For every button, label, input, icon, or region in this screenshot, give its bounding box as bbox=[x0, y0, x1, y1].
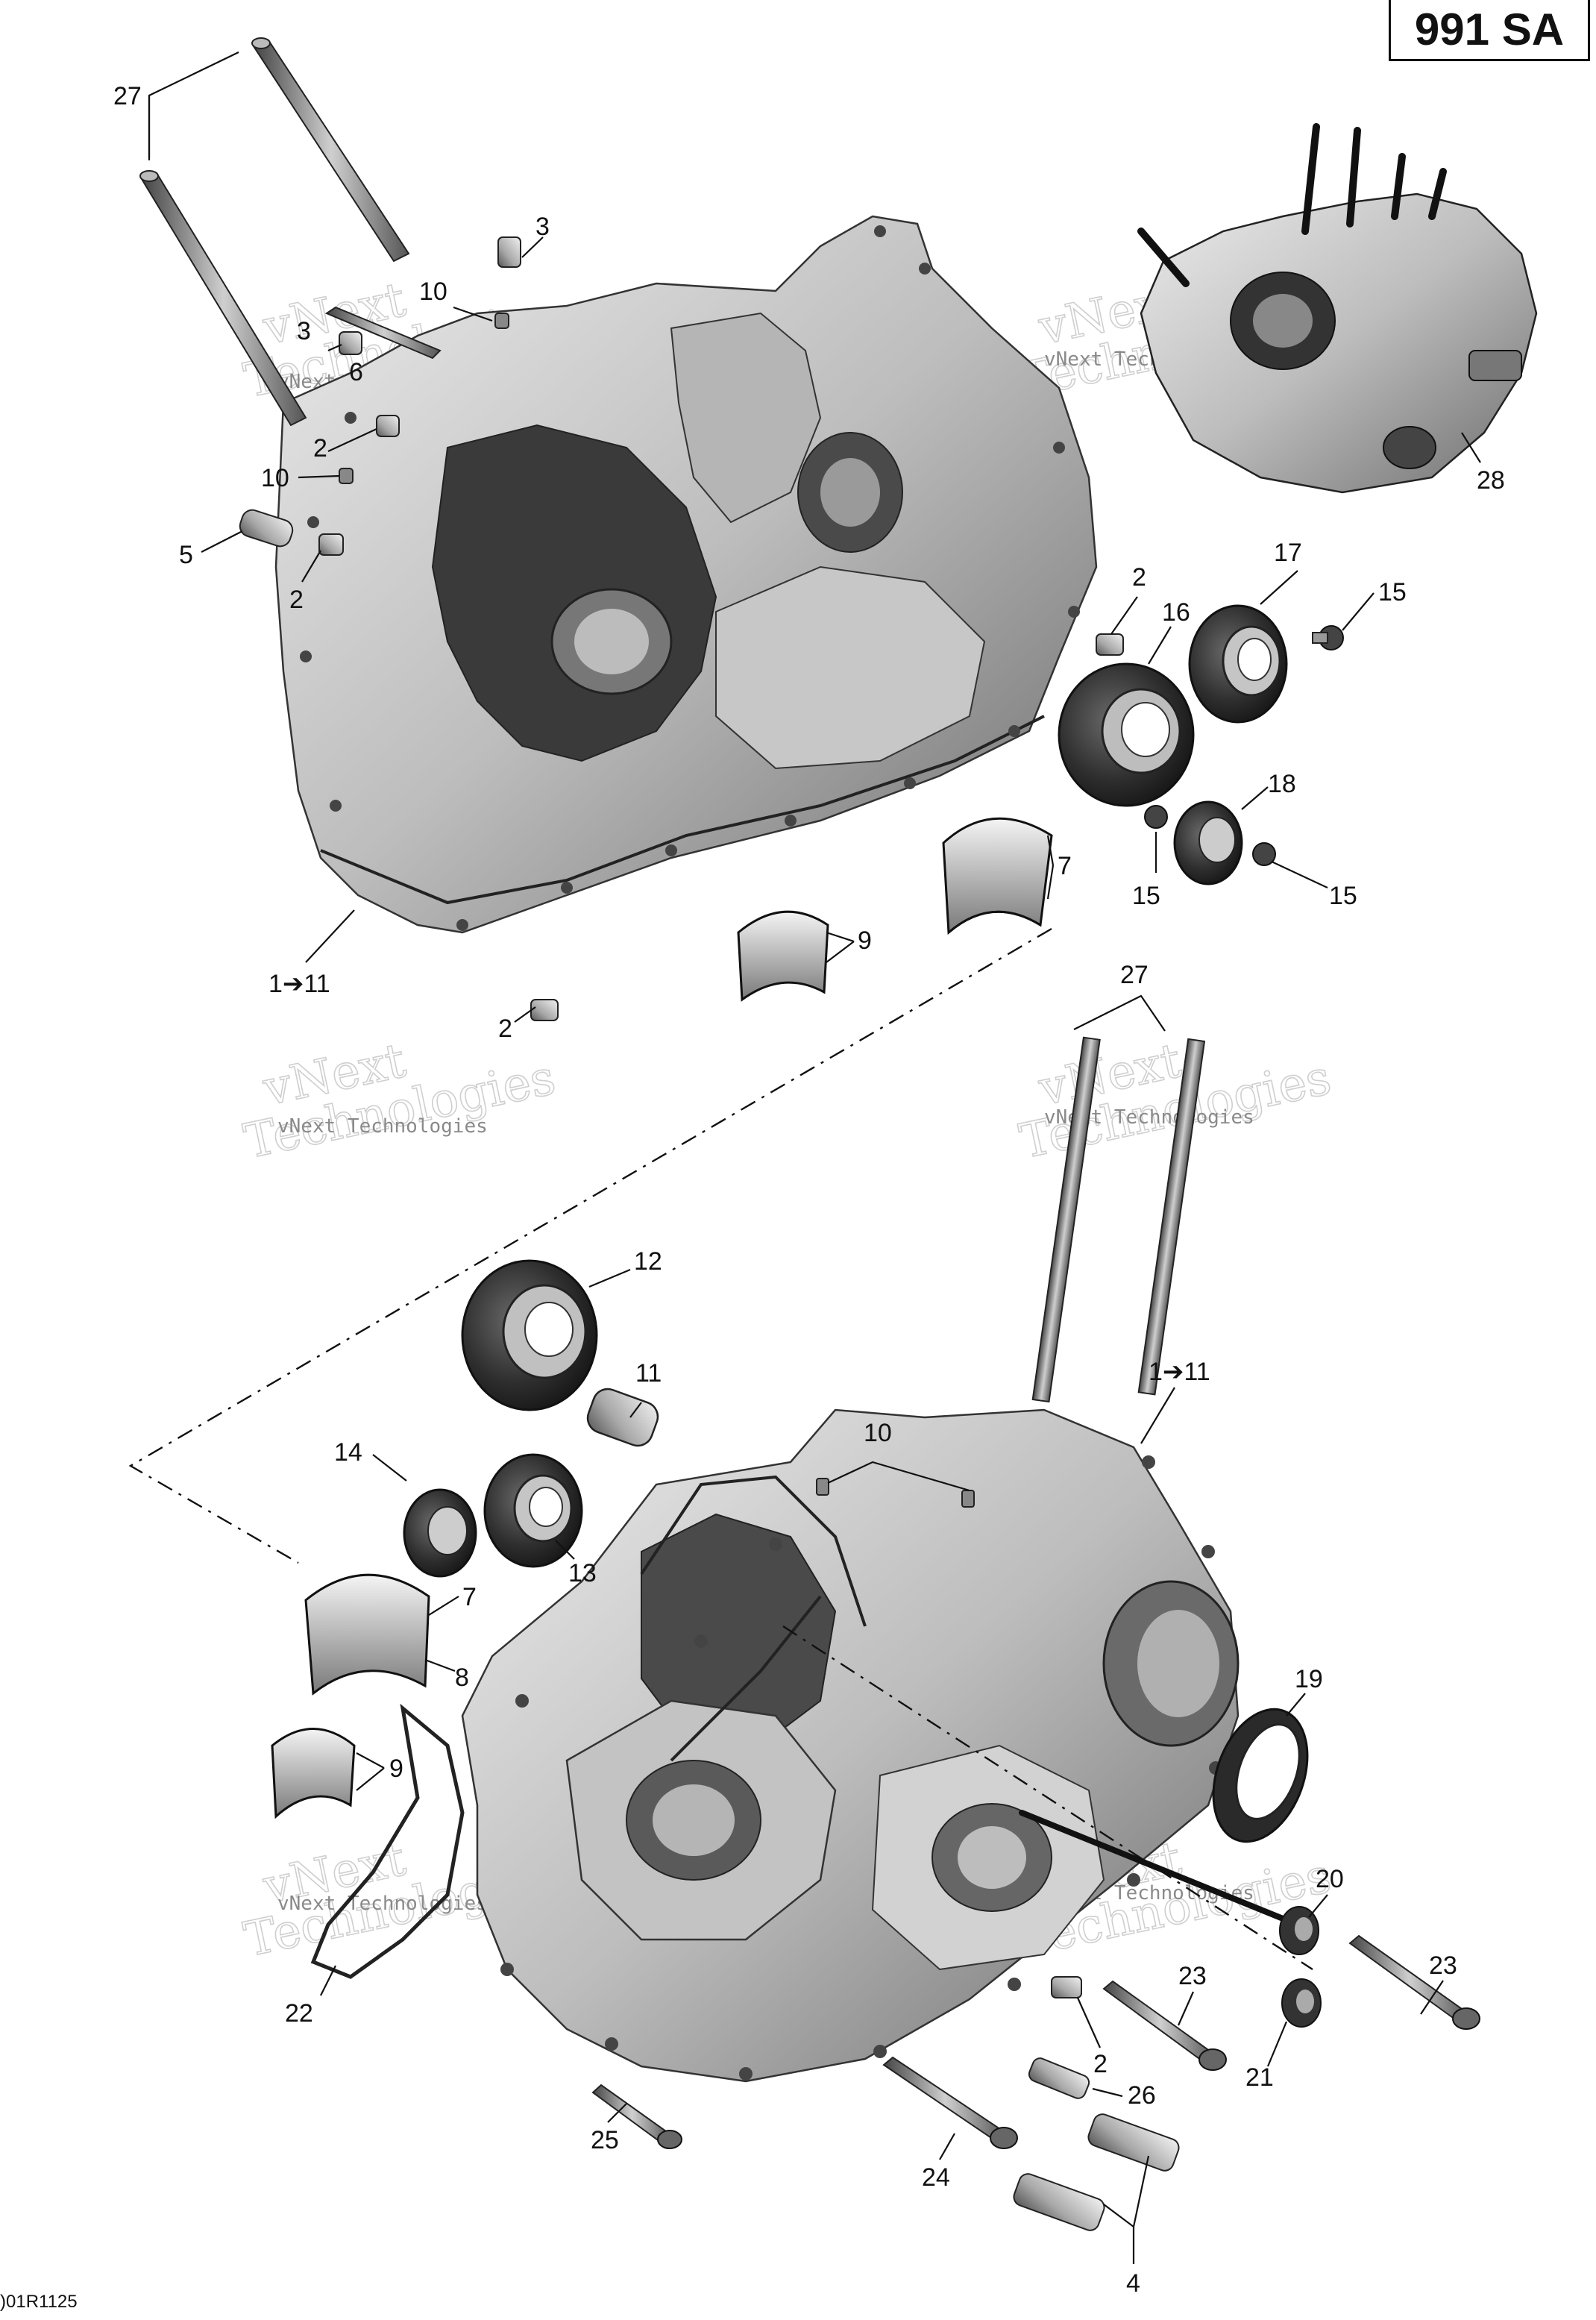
gasket-22 bbox=[310, 1703, 465, 1979]
leader-lines bbox=[148, 51, 1481, 2264]
part-label: 13 bbox=[568, 1559, 597, 1587]
part-label: 26 bbox=[1128, 2081, 1156, 2110]
part-label: 15 bbox=[1132, 882, 1160, 910]
bearing-17 bbox=[1188, 604, 1288, 724]
part-label: 2 bbox=[1093, 2050, 1108, 2078]
part-label: 10 bbox=[864, 1419, 892, 1447]
part-label: 18 bbox=[1268, 770, 1296, 798]
alignment-lines bbox=[128, 927, 1313, 1971]
stud-27-upper bbox=[139, 37, 410, 427]
watermark-small: vNext Technologies bbox=[277, 1893, 488, 1915]
bearing-14 bbox=[403, 1488, 477, 1578]
part-label: 3 bbox=[535, 213, 550, 241]
seal-21 bbox=[1281, 1978, 1322, 2028]
part-label: 7 bbox=[462, 1583, 477, 1611]
part-label: 9 bbox=[389, 1755, 403, 1783]
seal-20 bbox=[1279, 1906, 1319, 1955]
part-label: 15 bbox=[1378, 578, 1407, 606]
part-label: 8 bbox=[455, 1664, 469, 1692]
bearing-shell-9-lower bbox=[271, 1728, 356, 1819]
drawing-id: )01R1125 bbox=[0, 2292, 78, 2312]
part-label: 20 bbox=[1316, 1865, 1344, 1893]
part-label: 11 bbox=[635, 1359, 662, 1388]
part-label: 17 bbox=[1274, 539, 1302, 567]
part-label: 15 bbox=[1329, 882, 1357, 910]
part-label: 1➔11 bbox=[268, 970, 330, 998]
screws-15 bbox=[1144, 625, 1344, 866]
part-label: 2 bbox=[1132, 563, 1146, 592]
part-label: 16 bbox=[1162, 598, 1190, 627]
part-labels: 27 3 10 3 6 2 10 5 2 28 2 17 15 16 18 7 … bbox=[113, 82, 1505, 2298]
bushing-11 bbox=[586, 1388, 659, 1447]
upper-crankcase bbox=[274, 215, 1098, 934]
lower-fasteners bbox=[591, 1478, 1480, 2231]
part-label: 21 bbox=[1245, 2063, 1274, 2092]
stud-27-lower bbox=[1031, 1036, 1206, 1403]
part-label: 2 bbox=[289, 586, 304, 614]
oil-seal-19 bbox=[1212, 1708, 1309, 1843]
part-label: 19 bbox=[1295, 1665, 1323, 1693]
part-label: 23 bbox=[1178, 1962, 1207, 1990]
bearing-13 bbox=[483, 1453, 583, 1568]
bearing-shell-9-upper bbox=[737, 910, 829, 1002]
part-label: 24 bbox=[922, 2163, 950, 2192]
part-label: 1➔11 bbox=[1149, 1358, 1210, 1386]
part-label: 23 bbox=[1429, 1951, 1457, 1980]
part-label: 12 bbox=[634, 1247, 662, 1276]
part-label: 22 bbox=[285, 1999, 313, 2028]
part-label: 27 bbox=[113, 82, 142, 110]
lower-crankcase bbox=[461, 1408, 1301, 2083]
bearing-12 bbox=[461, 1259, 598, 1411]
part-label: 2 bbox=[313, 434, 327, 463]
engine-code-box: 991 SA bbox=[1389, 0, 1590, 61]
part-label: 5 bbox=[179, 541, 193, 569]
part-label: 28 bbox=[1477, 466, 1505, 495]
part-label: 14 bbox=[334, 1438, 362, 1467]
bearing-16 bbox=[1058, 662, 1195, 807]
part-label: 10 bbox=[419, 278, 447, 306]
part-label: 4 bbox=[1126, 2269, 1140, 2298]
part-label: 6 bbox=[349, 358, 363, 386]
part-label: 2 bbox=[498, 1015, 512, 1043]
assembled-engine-28 bbox=[1137, 123, 1538, 494]
part-label: 3 bbox=[297, 317, 311, 345]
bearing-18 bbox=[1173, 800, 1243, 885]
part-label: 27 bbox=[1120, 961, 1149, 989]
part-label: 7 bbox=[1058, 852, 1072, 880]
part-label: 9 bbox=[858, 927, 872, 955]
bearing-shell-7-upper bbox=[942, 817, 1053, 935]
watermark-small: vNext Technologies bbox=[277, 1115, 488, 1138]
small-parts-upper bbox=[239, 236, 1124, 1021]
part-label: 10 bbox=[261, 464, 289, 492]
bearing-shell-7-lower bbox=[304, 1573, 430, 1696]
part-label: 25 bbox=[591, 2126, 619, 2154]
